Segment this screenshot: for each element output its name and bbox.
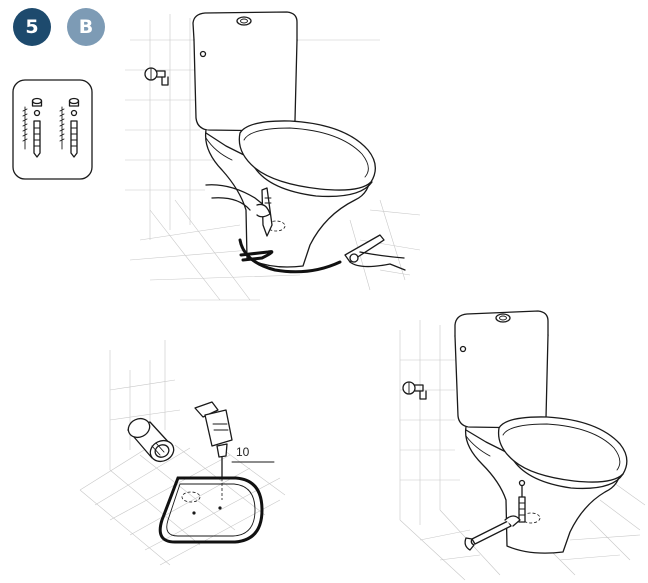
drill-size-label: ​10 [236,445,249,459]
top-toilet-icon [193,12,405,272]
bottom-toilet-icon [455,311,627,553]
fixing-kit-icon [13,80,92,179]
pan-connector-icon [125,415,177,465]
bottom-left-grid [80,340,285,565]
drill-icon [195,402,274,500]
bottom-valve-icon [403,382,426,399]
top-valve-icon [145,68,168,85]
floor-template-icon [160,478,262,542]
